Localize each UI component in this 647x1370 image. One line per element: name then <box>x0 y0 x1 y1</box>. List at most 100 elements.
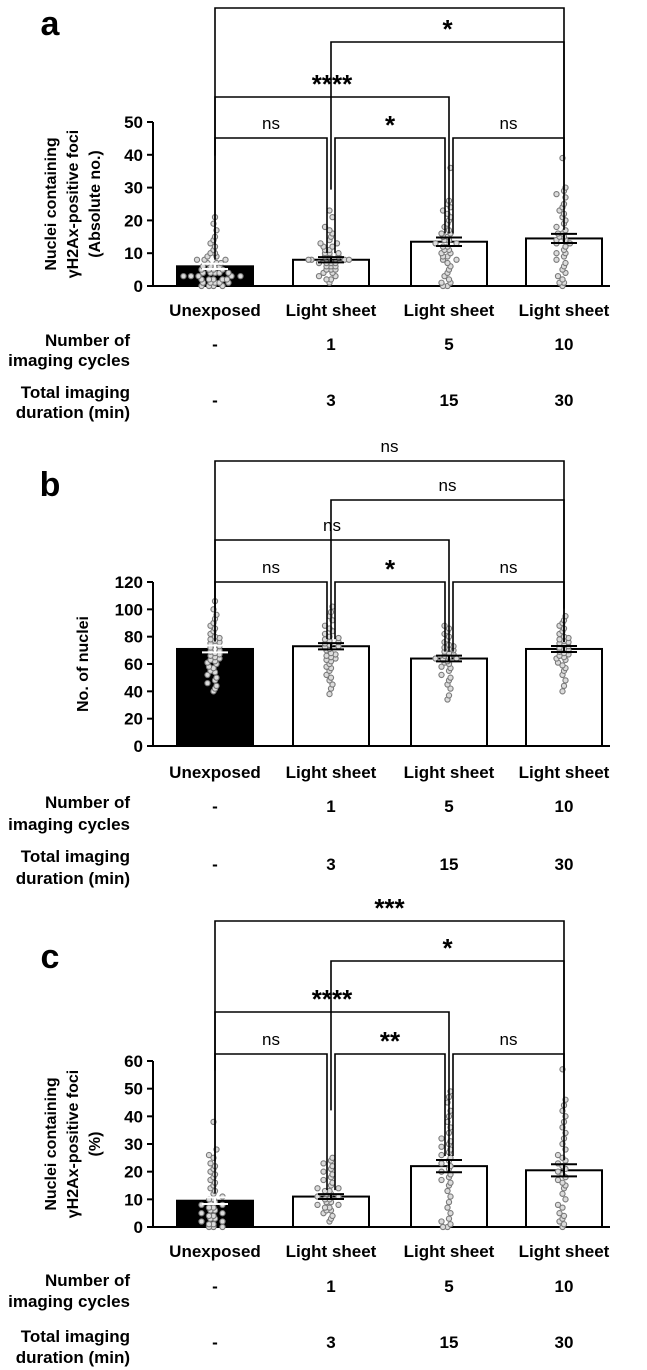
data-point <box>438 1143 445 1150</box>
data-point <box>305 256 312 263</box>
data-point <box>432 240 439 247</box>
significance-label: ns <box>381 437 399 456</box>
significance-label: * <box>385 110 396 140</box>
significance-label: *** <box>374 893 405 923</box>
data-point <box>198 1210 205 1217</box>
data-point <box>207 1160 214 1167</box>
row-value-cycles: - <box>212 1277 218 1296</box>
row-value-duration: 30 <box>555 855 574 874</box>
data-point <box>195 273 202 280</box>
significance-label: ns <box>500 1030 518 1049</box>
data-point <box>323 671 330 679</box>
data-point <box>438 279 445 286</box>
data-point <box>180 273 187 280</box>
data-point <box>314 1193 321 1200</box>
data-point <box>553 250 560 257</box>
y-tick-label: 0 <box>134 1218 143 1237</box>
row-header-cycles: imaging cycles <box>8 815 130 834</box>
data-point <box>438 663 445 670</box>
data-point <box>447 1179 454 1186</box>
significance-bracket <box>330 960 565 1111</box>
y-tick-label: 40 <box>124 682 143 701</box>
data-point <box>447 1210 454 1217</box>
data-point <box>562 259 569 267</box>
row-header-cycles: Number of <box>45 1271 130 1290</box>
y-tick-label: 10 <box>124 1190 143 1209</box>
data-point <box>223 276 231 283</box>
data-point <box>314 1201 321 1209</box>
row-value-duration: 15 <box>440 855 459 874</box>
row-value-duration: 15 <box>440 391 459 410</box>
x-category-label: Unexposed <box>169 763 261 782</box>
data-point <box>193 256 201 263</box>
x-category-label: Light sheet <box>404 1242 495 1261</box>
data-point <box>213 674 220 681</box>
data-point <box>559 1190 566 1197</box>
data-point <box>205 1151 213 1159</box>
y-tick-label: 50 <box>124 1080 143 1099</box>
data-point <box>204 679 211 687</box>
data-point <box>315 273 323 280</box>
row-value-duration: 30 <box>555 1333 574 1352</box>
y-tick-label: 20 <box>124 710 143 729</box>
data-point <box>432 655 439 662</box>
significance-label: ns <box>262 114 280 133</box>
x-category-label: Light sheet <box>519 1242 610 1261</box>
significance-bracket <box>334 1053 446 1191</box>
data-point <box>447 1221 454 1228</box>
data-point <box>438 1151 445 1159</box>
data-point <box>439 1223 447 1231</box>
y-tick-label: 0 <box>134 737 143 756</box>
data-point <box>204 671 211 679</box>
data-point <box>335 1185 342 1192</box>
data-point <box>320 1160 327 1167</box>
row-value-duration: 3 <box>326 1333 335 1352</box>
significance-label: * <box>442 933 453 963</box>
data-point <box>438 1135 445 1142</box>
y-tick-label: 40 <box>124 146 143 165</box>
row-header-duration: Total imaging <box>21 1327 130 1346</box>
data-point <box>559 688 566 695</box>
row-value-duration: 3 <box>326 391 335 410</box>
y-tick-label: 50 <box>124 113 143 132</box>
significance-bracket <box>214 581 328 642</box>
data-point <box>237 273 244 280</box>
data-point <box>559 1179 566 1186</box>
data-point <box>219 1223 226 1231</box>
panel-label: a <box>41 5 61 43</box>
significance-bracket <box>330 499 565 642</box>
significance-label: **** <box>312 984 353 1014</box>
row-header-duration: duration (min) <box>16 869 130 888</box>
data-point <box>445 692 453 699</box>
y-tick-label: 40 <box>124 1107 143 1126</box>
data-point <box>560 1221 568 1228</box>
data-point <box>326 690 333 698</box>
significance-bracket <box>334 137 446 254</box>
significance-bracket <box>214 137 328 260</box>
data-point <box>560 682 568 690</box>
data-point <box>556 1210 563 1217</box>
data-point <box>554 1201 562 1209</box>
y-tick-label: 30 <box>124 1135 143 1154</box>
row-header-cycles: Number of <box>45 793 130 812</box>
row-value-cycles: - <box>212 335 218 354</box>
data-point <box>320 1168 327 1175</box>
row-value-duration: 15 <box>440 1333 459 1352</box>
row-header-duration: duration (min) <box>16 403 130 422</box>
y-axis-label: (%) <box>87 1132 104 1157</box>
data-point <box>438 1218 445 1225</box>
data-point <box>453 256 460 263</box>
significance-bracket <box>452 1053 565 1161</box>
significance-bracket <box>330 41 565 190</box>
y-tick-label: 0 <box>134 277 143 296</box>
data-point <box>447 674 454 681</box>
row-value-cycles: 5 <box>444 335 453 354</box>
row-value-cycles: 5 <box>444 1277 453 1296</box>
significance-label: ns <box>500 558 518 577</box>
data-point <box>225 269 232 277</box>
data-point <box>559 276 566 283</box>
data-point <box>447 685 454 692</box>
data-point <box>317 240 324 247</box>
